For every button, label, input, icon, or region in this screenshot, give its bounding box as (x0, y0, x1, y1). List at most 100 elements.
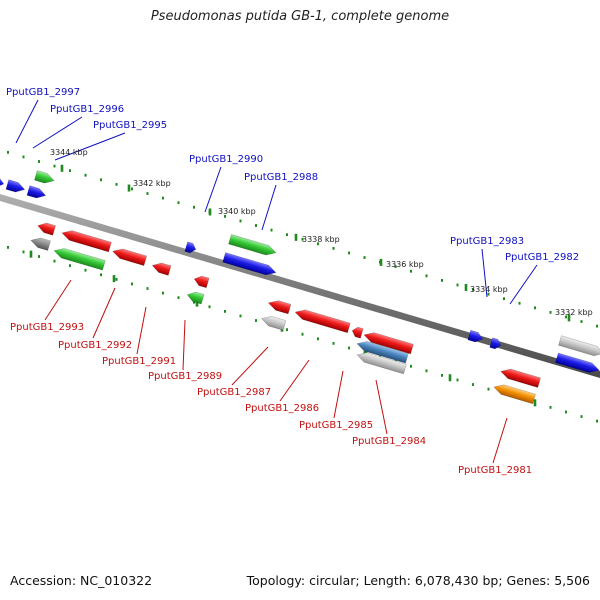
minor-tick (255, 319, 257, 322)
minor-tick (193, 300, 195, 304)
accession-label: Accession: NC_010322 (10, 573, 153, 588)
gene-arrow-forward[interactable] (26, 185, 47, 201)
reverse-gene-label[interactable]: PputGB1_2991 (102, 356, 176, 367)
reverse-gene-label[interactable]: PputGB1_2993 (10, 322, 84, 333)
gene-arrow-reverse[interactable] (111, 246, 148, 266)
gene-arrow-reverse[interactable] (351, 326, 364, 339)
minor-tick (224, 309, 226, 313)
minor-tick (441, 373, 443, 377)
forward-gene-label[interactable]: PputGB1_2995 (93, 120, 167, 131)
major-tick (60, 164, 64, 172)
minor-tick (363, 256, 366, 259)
gene-arrow-reverse[interactable] (267, 298, 292, 315)
reverse-gene-label[interactable]: PputGB1_2989 (148, 371, 222, 382)
position-label: 3334 kbp (470, 285, 508, 294)
leader-line (136, 306, 147, 355)
minor-tick (270, 228, 273, 232)
gene-arrow-reverse[interactable] (499, 367, 541, 388)
major-tick (208, 208, 212, 216)
gene-arrow-reverse[interactable] (356, 339, 409, 364)
minor-tick (162, 196, 164, 200)
minor-tick (38, 160, 40, 163)
minor-tick (487, 292, 490, 296)
minor-tick (549, 405, 552, 409)
gene-arrow-forward[interactable] (228, 234, 278, 257)
major-tick (294, 233, 298, 241)
minor-tick (255, 224, 257, 227)
gene-arrow-reverse[interactable] (356, 350, 407, 375)
leader-line (231, 346, 269, 386)
minor-tick (53, 259, 56, 263)
minor-tick (410, 364, 412, 368)
minor-tick (286, 233, 288, 237)
gene-arrow-reverse[interactable] (61, 228, 112, 253)
leader-line (44, 279, 72, 321)
gene-arrow-forward[interactable] (222, 252, 278, 278)
reverse-gene-label[interactable]: PputGB1_2981 (458, 465, 532, 476)
minor-tick (580, 415, 583, 418)
gene-arrow-reverse[interactable] (363, 330, 414, 355)
position-label: 3332 kbp (555, 308, 593, 317)
gene-arrow-forward[interactable] (34, 170, 55, 186)
reverse-gene-label[interactable]: PputGB1_2986 (245, 403, 319, 414)
minor-tick (332, 341, 335, 345)
minor-tick (239, 314, 242, 318)
forward-gene-label[interactable]: PputGB1_2988 (244, 172, 318, 183)
minor-tick (69, 169, 71, 173)
position-label: 3342 kbp (133, 179, 171, 188)
minor-tick (208, 305, 211, 309)
gene-arrow-forward[interactable] (558, 335, 600, 359)
minor-tick (286, 328, 288, 332)
gene-arrow-forward[interactable] (489, 337, 502, 350)
leader-line (375, 379, 388, 435)
gene-arrow-forward[interactable] (555, 352, 600, 375)
gene-arrow-reverse[interactable] (260, 314, 287, 331)
gene-arrow-forward[interactable] (5, 179, 26, 195)
minor-tick (456, 378, 459, 382)
gene-arrow-forward[interactable] (467, 329, 484, 344)
reverse-gene-label[interactable]: PputGB1_2984 (352, 436, 426, 447)
minor-tick (177, 296, 180, 300)
leader-line (32, 116, 83, 149)
gene-arrow-reverse[interactable] (29, 236, 51, 251)
minor-tick (472, 288, 474, 291)
minor-tick (38, 255, 40, 258)
minor-tick (131, 187, 133, 191)
forward-gene-label[interactable]: PputGB1_2983 (450, 236, 524, 247)
gene-arrow-reverse[interactable] (294, 307, 351, 334)
leader-line (204, 166, 222, 213)
gene-arrow-reverse[interactable] (36, 221, 56, 236)
minor-tick (193, 205, 195, 209)
minor-tick (100, 178, 102, 182)
reverse-gene-label[interactable]: PputGB1_2992 (58, 340, 132, 351)
minor-tick (7, 150, 9, 154)
forward-gene-label[interactable]: PputGB1_2990 (189, 154, 263, 165)
minor-tick (518, 301, 521, 305)
leader-line (481, 248, 488, 298)
minor-tick (410, 269, 412, 273)
forward-gene-label[interactable]: PputGB1_2997 (6, 87, 80, 98)
gene-arrow-reverse[interactable] (186, 290, 205, 305)
minor-tick (425, 369, 428, 373)
minor-tick (534, 306, 536, 310)
reverse-gene-label[interactable]: PputGB1_2987 (197, 387, 271, 398)
gene-arrow-reverse[interactable] (151, 261, 172, 276)
reverse-gene-label[interactable]: PputGB1_2985 (299, 420, 373, 431)
leader-line (279, 359, 310, 402)
major-tick (567, 314, 571, 322)
gene-arrow-reverse[interactable] (193, 274, 210, 289)
gene-arrow-reverse[interactable] (53, 246, 106, 271)
forward-gene-label[interactable]: PputGB1_2982 (505, 252, 579, 263)
gene-arrow-reverse[interactable] (492, 382, 536, 405)
minor-tick (317, 337, 319, 341)
forward-gene-label[interactable]: PputGB1_2996 (50, 104, 124, 115)
minor-tick (596, 419, 598, 423)
minor-tick (146, 192, 149, 195)
gene-arrow-forward[interactable] (184, 241, 197, 254)
minor-tick (394, 265, 397, 269)
minor-tick (84, 268, 87, 272)
position-label: 3344 kbp (50, 148, 88, 157)
gene-arrow-forward[interactable] (0, 174, 5, 189)
leader-line (492, 417, 508, 464)
